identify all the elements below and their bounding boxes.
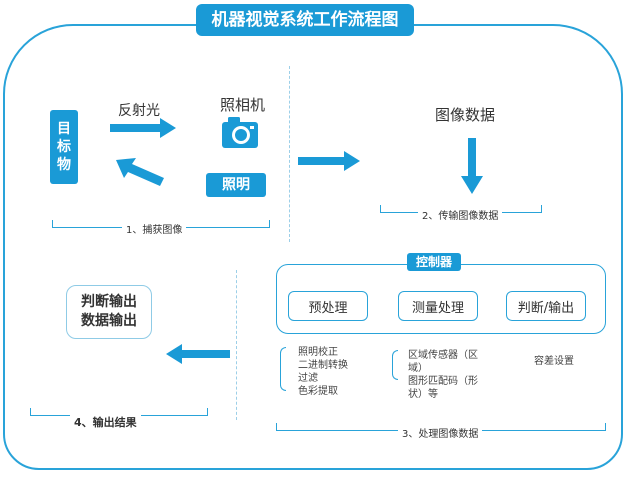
preprocess-item: 二进制转换 (298, 360, 348, 371)
preprocess-item: 过滤 (298, 373, 318, 384)
reflected-light-label: 反射光 (118, 103, 160, 119)
preprocess-items: 照明校正 二进制转换 过滤 色彩提取 (298, 346, 378, 398)
output-box: 判断输出 数据输出 (66, 285, 152, 339)
output-line-1: 判断输出 (81, 294, 137, 310)
controller-label: 控制器 (407, 253, 461, 271)
divider-1 (289, 66, 290, 242)
target-object-label: 目标物 (57, 121, 71, 173)
arrow-right-icon (110, 118, 176, 138)
step-2-label: 2、传输图像数据 (418, 207, 503, 222)
brace-measure (392, 350, 398, 380)
step-judge-output: 判断/输出 (506, 291, 586, 321)
measure-item: 区域传感器（区域） (408, 350, 478, 374)
arrow-up-left-icon (116, 158, 164, 186)
step-measure: 测量处理 (398, 291, 478, 321)
image-data-label: 图像数据 (435, 106, 496, 124)
outer-frame (3, 24, 623, 470)
judge-item: 容差设置 (534, 356, 574, 367)
target-object-box: 目标物 (50, 110, 78, 184)
arrow-right-icon (298, 151, 360, 171)
lighting-box: 照明 (206, 173, 266, 197)
preprocess-item: 照明校正 (298, 347, 338, 358)
arrow-left-icon (166, 344, 230, 364)
step-4-label: 4、输出结果 (70, 414, 141, 430)
diagram-title: 机器视觉系统工作流程图 (196, 4, 414, 36)
measure-items: 区域传感器（区域） 图形匹配码（形状）等 (408, 349, 492, 401)
divider-2 (236, 270, 237, 420)
step-1-label: 1、捕获图像 (122, 221, 187, 236)
camera-icon (222, 117, 258, 148)
step-3-label: 3、处理图像数据 (398, 425, 483, 440)
brace-preprocess (280, 347, 286, 391)
preprocess-item: 色彩提取 (298, 386, 338, 397)
output-line-2: 数据输出 (81, 313, 137, 329)
step-preprocess: 预处理 (288, 291, 368, 321)
camera-label: 照相机 (220, 96, 266, 114)
measure-item: 图形匹配码（形状）等 (408, 376, 478, 400)
arrow-down-icon (461, 138, 483, 194)
